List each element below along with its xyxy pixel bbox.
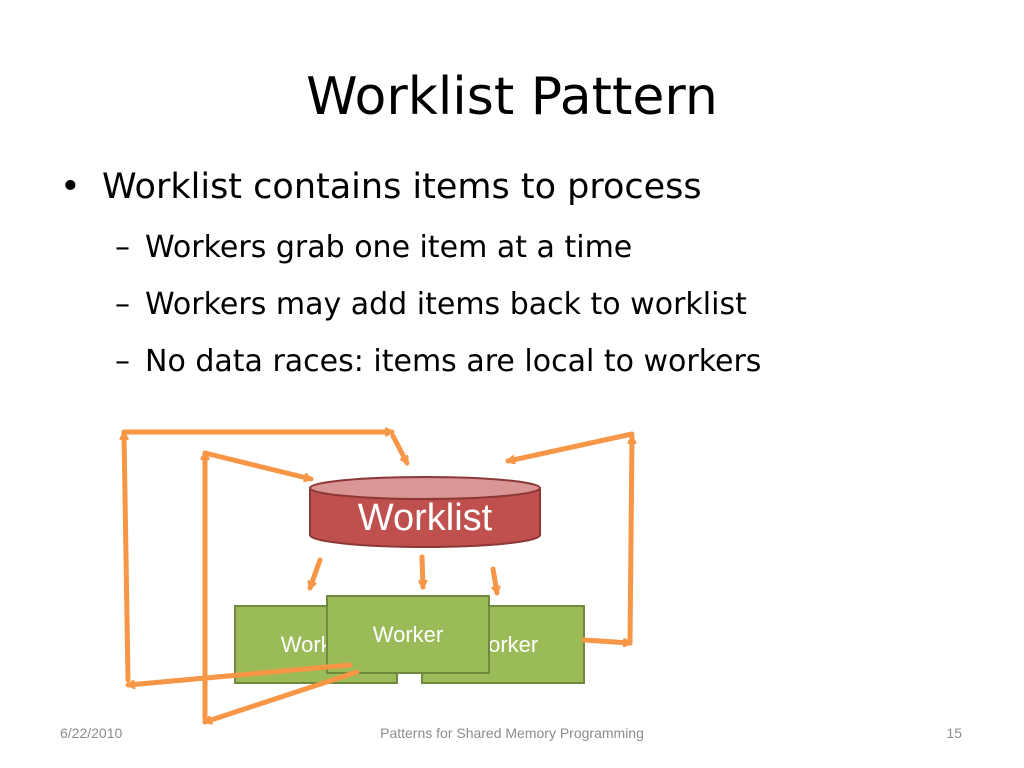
sub-bullet-dash: – [115,344,130,379]
worklist-body [309,489,541,548]
footer-title: Patterns for Shared Memory Programming [380,725,644,741]
footer-page-number: 15 [946,725,962,741]
sub-bullet-text: Workers may add items back to worklist [145,287,747,322]
sub-bullet-text: No data races: items are local to worker… [145,344,762,379]
arrow-outer-left-down [390,433,410,466]
arrow-outer-left-up [124,430,131,683]
worker-center-label: Worker [373,622,444,647]
arrow-to-worker-right [490,566,497,596]
footer-date: 6/22/2010 [60,725,123,741]
arrow-inner-left-diag [202,450,314,479]
arrow-to-worker-center [422,554,423,590]
arrow-inner-left-return [202,669,360,722]
slide-title: Worklist Pattern [306,67,718,127]
worklist-cylinder: Worklist [309,476,541,548]
worker-center-box [326,595,490,674]
bullet-symbol: • [60,167,81,207]
sub-bullet-text: Workers grab one item at a time [145,230,633,265]
arrow-outer-left-return [125,662,353,685]
bullet-text: Worklist contains items to process [102,167,702,207]
sub-bullet-dash: – [115,287,130,322]
arrow-to-worker-left [310,557,323,591]
sub-bullet-dash: – [115,230,130,265]
worklist-label: Worklist [358,497,493,539]
arrow-right-diag [505,431,635,461]
worklist-top [309,476,541,500]
arrow-right-return [581,637,633,643]
worker-center: Worker [326,595,490,674]
arrow-right-up [630,434,632,646]
